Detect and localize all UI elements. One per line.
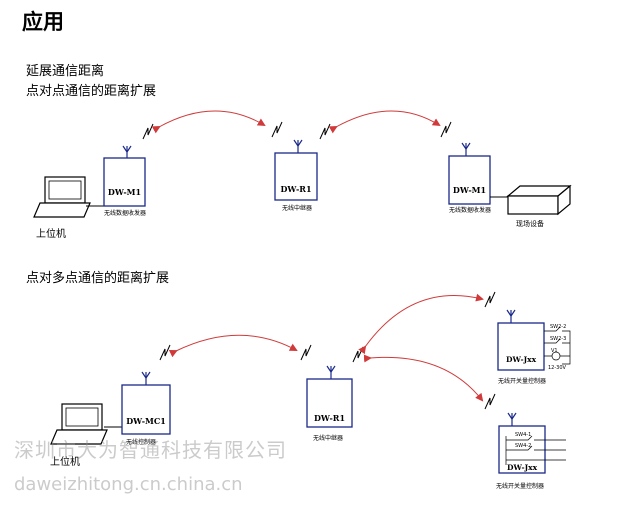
switch-2-terminal-1: SW4-1 [515, 432, 531, 438]
switch-2-terminal-2: SW4-2 [515, 443, 531, 449]
bottom-switch-2-caption: 无线开关量控制器 [496, 482, 544, 490]
bottom-link-arcs [168, 293, 484, 402]
page-title: 应用 [22, 10, 64, 34]
switch-1-wiring [544, 326, 571, 365]
antenna-icon [507, 412, 517, 426]
bottom-controller: DW-MC1 [121, 371, 171, 435]
antenna-icon [326, 365, 336, 379]
top-device-1-caption: 无线数据收发器 [104, 209, 146, 217]
top-repeater-caption: 无线中继器 [282, 204, 312, 212]
top-device-2-caption: 无线数据收发器 [449, 206, 491, 214]
top-laptop-label: 上位机 [36, 227, 66, 240]
top-link-arcs [151, 110, 441, 134]
antenna-icon [506, 309, 516, 323]
switch-2-wiring [505, 435, 566, 465]
section-heading-point-to-multipoint: 点对多点通信的距离扩展 [26, 271, 170, 286]
bottom-switch-1: DW-Jxx [497, 309, 545, 371]
bottom-repeater: DW-R1 [306, 365, 353, 428]
watermark-url: daweizhitong.cn.china.cn [14, 474, 243, 495]
antenna-icon [122, 145, 132, 158]
section-heading-point-to-point: 点对点通信的距离扩展 [26, 84, 157, 99]
bottom-repeater-caption: 无线中继器 [313, 434, 343, 442]
radio-wave-icons [142, 121, 452, 140]
switch-1-voltage: 12-30V [548, 365, 567, 371]
top-repeater: DW-R1 [274, 139, 318, 201]
bottom-laptop-icon [50, 403, 108, 445]
bottom-switch-1-caption: 无线开关量控制器 [498, 377, 546, 385]
switch-1-terminal-1: SW2-2 [550, 324, 566, 330]
bottom-switch-2-name: DW-Jxx [507, 463, 538, 472]
bottom-switch-1-name: DW-Jxx [506, 355, 537, 364]
top-device-2-name: DW-M1 [453, 185, 486, 195]
bottom-switch-2: DW-Jxx [498, 412, 546, 474]
top-device-1-name: DW-M1 [108, 187, 141, 197]
bottom-repeater-name: DW-R1 [314, 413, 345, 423]
field-equipment-icon [506, 184, 572, 216]
field-equipment-label: 现场设备 [516, 219, 544, 228]
top-device-1: DW-M1 [103, 145, 146, 207]
top-repeater-name: DW-R1 [280, 184, 311, 194]
bottom-controller-caption: 无线控制器 [126, 438, 156, 446]
bottom-controller-name: DW-MC1 [126, 416, 166, 426]
switch-1-terminal-2: SW2-3 [550, 336, 566, 342]
bottom-laptop-label: 上位机 [50, 455, 80, 468]
antenna-icon [461, 142, 471, 156]
watermark-company: 深圳市大为智通科技有限公司 [14, 438, 287, 462]
top-laptop-icon [33, 176, 91, 218]
switch-1-terminal-3: V1 [551, 348, 558, 354]
section-heading-extend-range: 延展通信距离 [26, 64, 105, 79]
antenna-icon [141, 371, 151, 385]
top-device-2: DW-M1 [448, 142, 491, 205]
antenna-icon [293, 139, 303, 153]
